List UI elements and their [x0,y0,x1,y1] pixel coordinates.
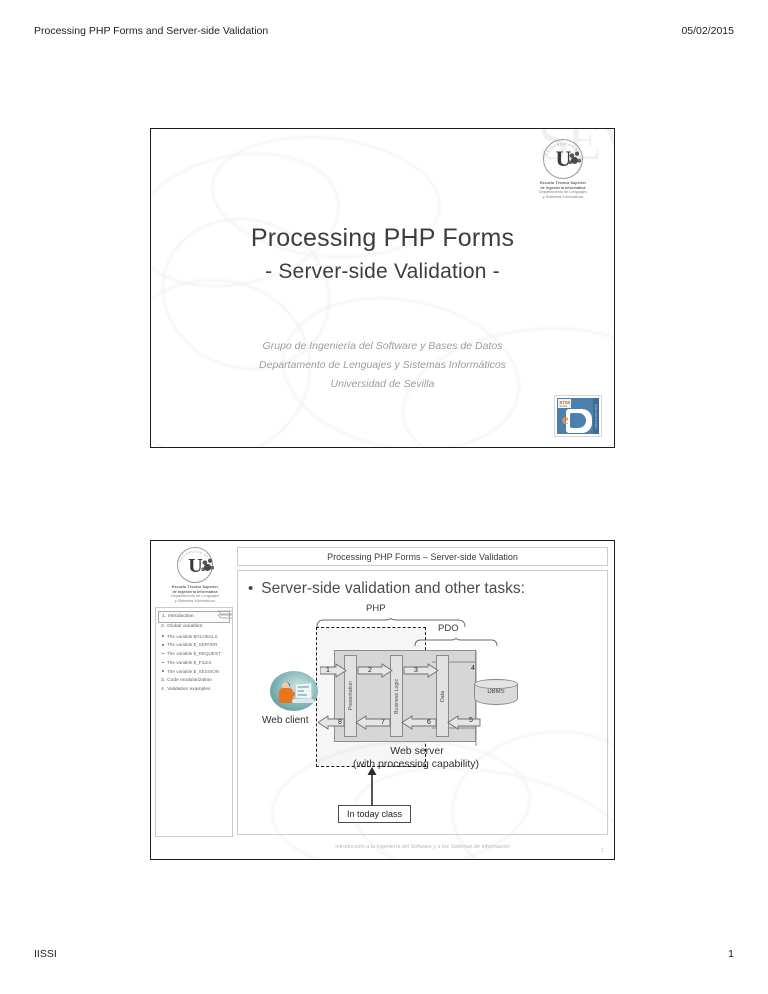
arrow-number-1: 1 [326,667,330,674]
php-brace-icon [316,618,466,628]
web-client-label: Web client [262,715,309,726]
outline-list: 1. Introduction 2. Global variables: The… [158,610,232,696]
page-footer: IISSI 1 [0,948,768,960]
arrow-number-6: 6 [427,719,431,726]
slide-title-text: Processing PHP Forms - Server-side Valid… [151,223,614,287]
arrow-number-4: 4 [471,665,475,672]
slide-outline-panel: 1. Introduction 2. Global variables: The… [155,607,233,837]
slide-content[interactable]: UNIVERSIDAD DE SEVILLA U Escuela Técnica… [150,540,615,860]
logo2-line-2: de Ingeniería Informática [172,589,218,594]
slide-title[interactable]: SEVILLA UNIVERSIDAD DE SEVILLA U Escuela… [150,128,615,448]
layer-presentation: Presentation [344,655,357,737]
arrow-number-8: 8 [338,719,342,726]
etsii-side-text: UNIVERSIDAD [593,398,599,434]
slide-title-main: Processing PHP Forms [250,224,515,252]
php-brace-label: PHP [366,603,386,614]
university-logo-text: Escuela Técnica Superior de Ingeniería I… [524,181,602,199]
outline-subitem-server[interactable]: The variable $_SERVER [158,641,230,650]
outline-item-introduction[interactable]: 1. Introduction [158,610,232,623]
layer-data: Data [436,655,449,737]
layer-business-logic-label: Business Logic [393,678,400,714]
outline-subitem-session[interactable]: The variable $_SESSION [158,667,230,676]
callout-today-class: In today class [338,805,412,823]
outline-item-global-variables[interactable]: 2. Global variables: [158,623,230,633]
outline-item-label: Introduction [168,613,194,619]
architecture-diagram: PHP PDO Presentation Busi [238,603,607,834]
outline-item-label: Global variables: [167,624,204,630]
affiliation-line-2: Departamento de Lenguajes y Sistemas Inf… [259,359,506,371]
university-logo-2: UNIVERSIDAD DE SEVILLA U Escuela Técnica… [159,547,231,603]
slide-footer: Introducción a la Ingeniería del Softwar… [237,839,608,855]
crest-leaf-icon-2 [198,556,216,575]
arrow-number-2: 2 [368,667,372,674]
outline-item-label: Code modularization [167,677,212,683]
page-footer-right: 1 [728,948,734,960]
arrow-number-7: 7 [381,719,385,726]
lsi-letter: e [562,412,569,428]
bullet-dot-icon: • [248,580,254,597]
pdo-brace-label: PDO [438,623,459,634]
web-server-box [334,650,476,742]
logo2-line-1: Escuela Técnica Superior [171,585,219,589]
outline-item-validation-examples[interactable]: 4. Validation examples [158,686,230,696]
logo-line-4: y Sistemas Informáticos [542,194,584,199]
outline-subitem-files[interactable]: The variable $_FILES [158,659,230,668]
etsii-lsi-logo: ETSII Sevilla e UNIVERSIDAD [554,395,602,437]
client-person-icon [279,681,299,704]
dbms-cylinder: DBMS [474,679,518,705]
web-client-illustration [270,671,318,711]
slide-header-bar: Processing PHP Forms – Server-side Valid… [237,547,608,566]
forward-arrows-icon [320,663,439,678]
crest-leaf-icon [566,149,584,168]
web-server-label-1: Web server [390,745,444,757]
logo-line-3: Departamento de Lenguajes [539,190,587,195]
slide-page-number: 1 [601,848,604,854]
logo2-line-4: y Sistemas Informáticos [174,598,216,603]
callout-arrow-icon [367,767,377,807]
logo2-line-3: Departamento de Lenguajes [171,594,219,599]
etsii-tag: ETSII Sevilla [558,399,572,408]
slide-bullet: • Server-side validation and other tasks… [248,579,599,599]
bullet-text: Server-side validation and other tasks: [261,580,525,597]
outline-item-number: 4. [161,687,166,693]
university-crest-icon: UNIVERSIDAD DE SEVILLA U [524,139,602,181]
page-header-date: 05/02/2015 [681,25,734,37]
affiliation-line-1: Grupo de Ingeniería del Software y Bases… [262,340,503,352]
logo-line-1: Escuela Técnica Superior [539,181,587,185]
slide-header-text: Processing PHP Forms – Server-side Valid… [327,551,518,562]
client-monitor-icon [294,682,313,700]
outline-sublist-wrap: The variable $GLOBALS The variable $_SER… [158,632,230,676]
university-crest-icon-2: UNIVERSIDAD DE SEVILLA U [159,547,231,585]
slide-title-sub: - Server-side Validation - [265,260,500,283]
outline-subitem-request[interactable]: The variable $_REQUEST [158,650,230,659]
slide-affiliation: Grupo de Ingeniería del Software y Bases… [151,337,614,394]
arrow-number-5: 5 [469,717,473,724]
logo-line-2: de Ingeniería Informática [540,185,586,190]
layer-presentation-label: Presentation [347,681,354,711]
outline-item-code-modularization[interactable]: 3. Code modularization [158,676,230,686]
lsi-mark-icon [566,409,592,433]
university-logo-text-2: Escuela Técnica Superior de Ingeniería I… [159,585,231,603]
arrow-number-3: 3 [414,667,418,674]
outline-subitem-globals[interactable]: The variable $GLOBALS [158,632,230,641]
dbms-label: DBMS [487,689,505,695]
web-server-label-2: (with processing capability) [352,758,480,770]
layer-data-label: Data [439,690,446,702]
return-arrows-icon [318,715,481,730]
pdo-brace-icon [414,638,498,647]
outline-item-number: 3. [161,677,166,683]
outline-sublist: The variable $GLOBALS The variable $_SER… [158,632,230,676]
layer-business-logic: Business Logic [390,655,403,737]
page-footer-left: IISSI [34,948,57,960]
page-header: Processing PHP Forms and Server-side Val… [0,24,768,39]
outline-item-number: 2. [161,624,166,630]
university-logo: UNIVERSIDAD DE SEVILLA U Escuela Técnica… [524,139,602,199]
slide-body: • Server-side validation and other tasks… [237,570,608,835]
page-header-title: Processing PHP Forms and Server-side Val… [34,25,269,37]
outline-tab-icon [217,610,232,619]
outline-item-label: Validation examples [167,687,211,693]
affiliation-line-3: Universidad de Sevilla [330,378,435,390]
outline-item-number: 1. [162,613,167,619]
slide-footer-text: Introducción a la Ingeniería del Softwar… [335,844,510,850]
